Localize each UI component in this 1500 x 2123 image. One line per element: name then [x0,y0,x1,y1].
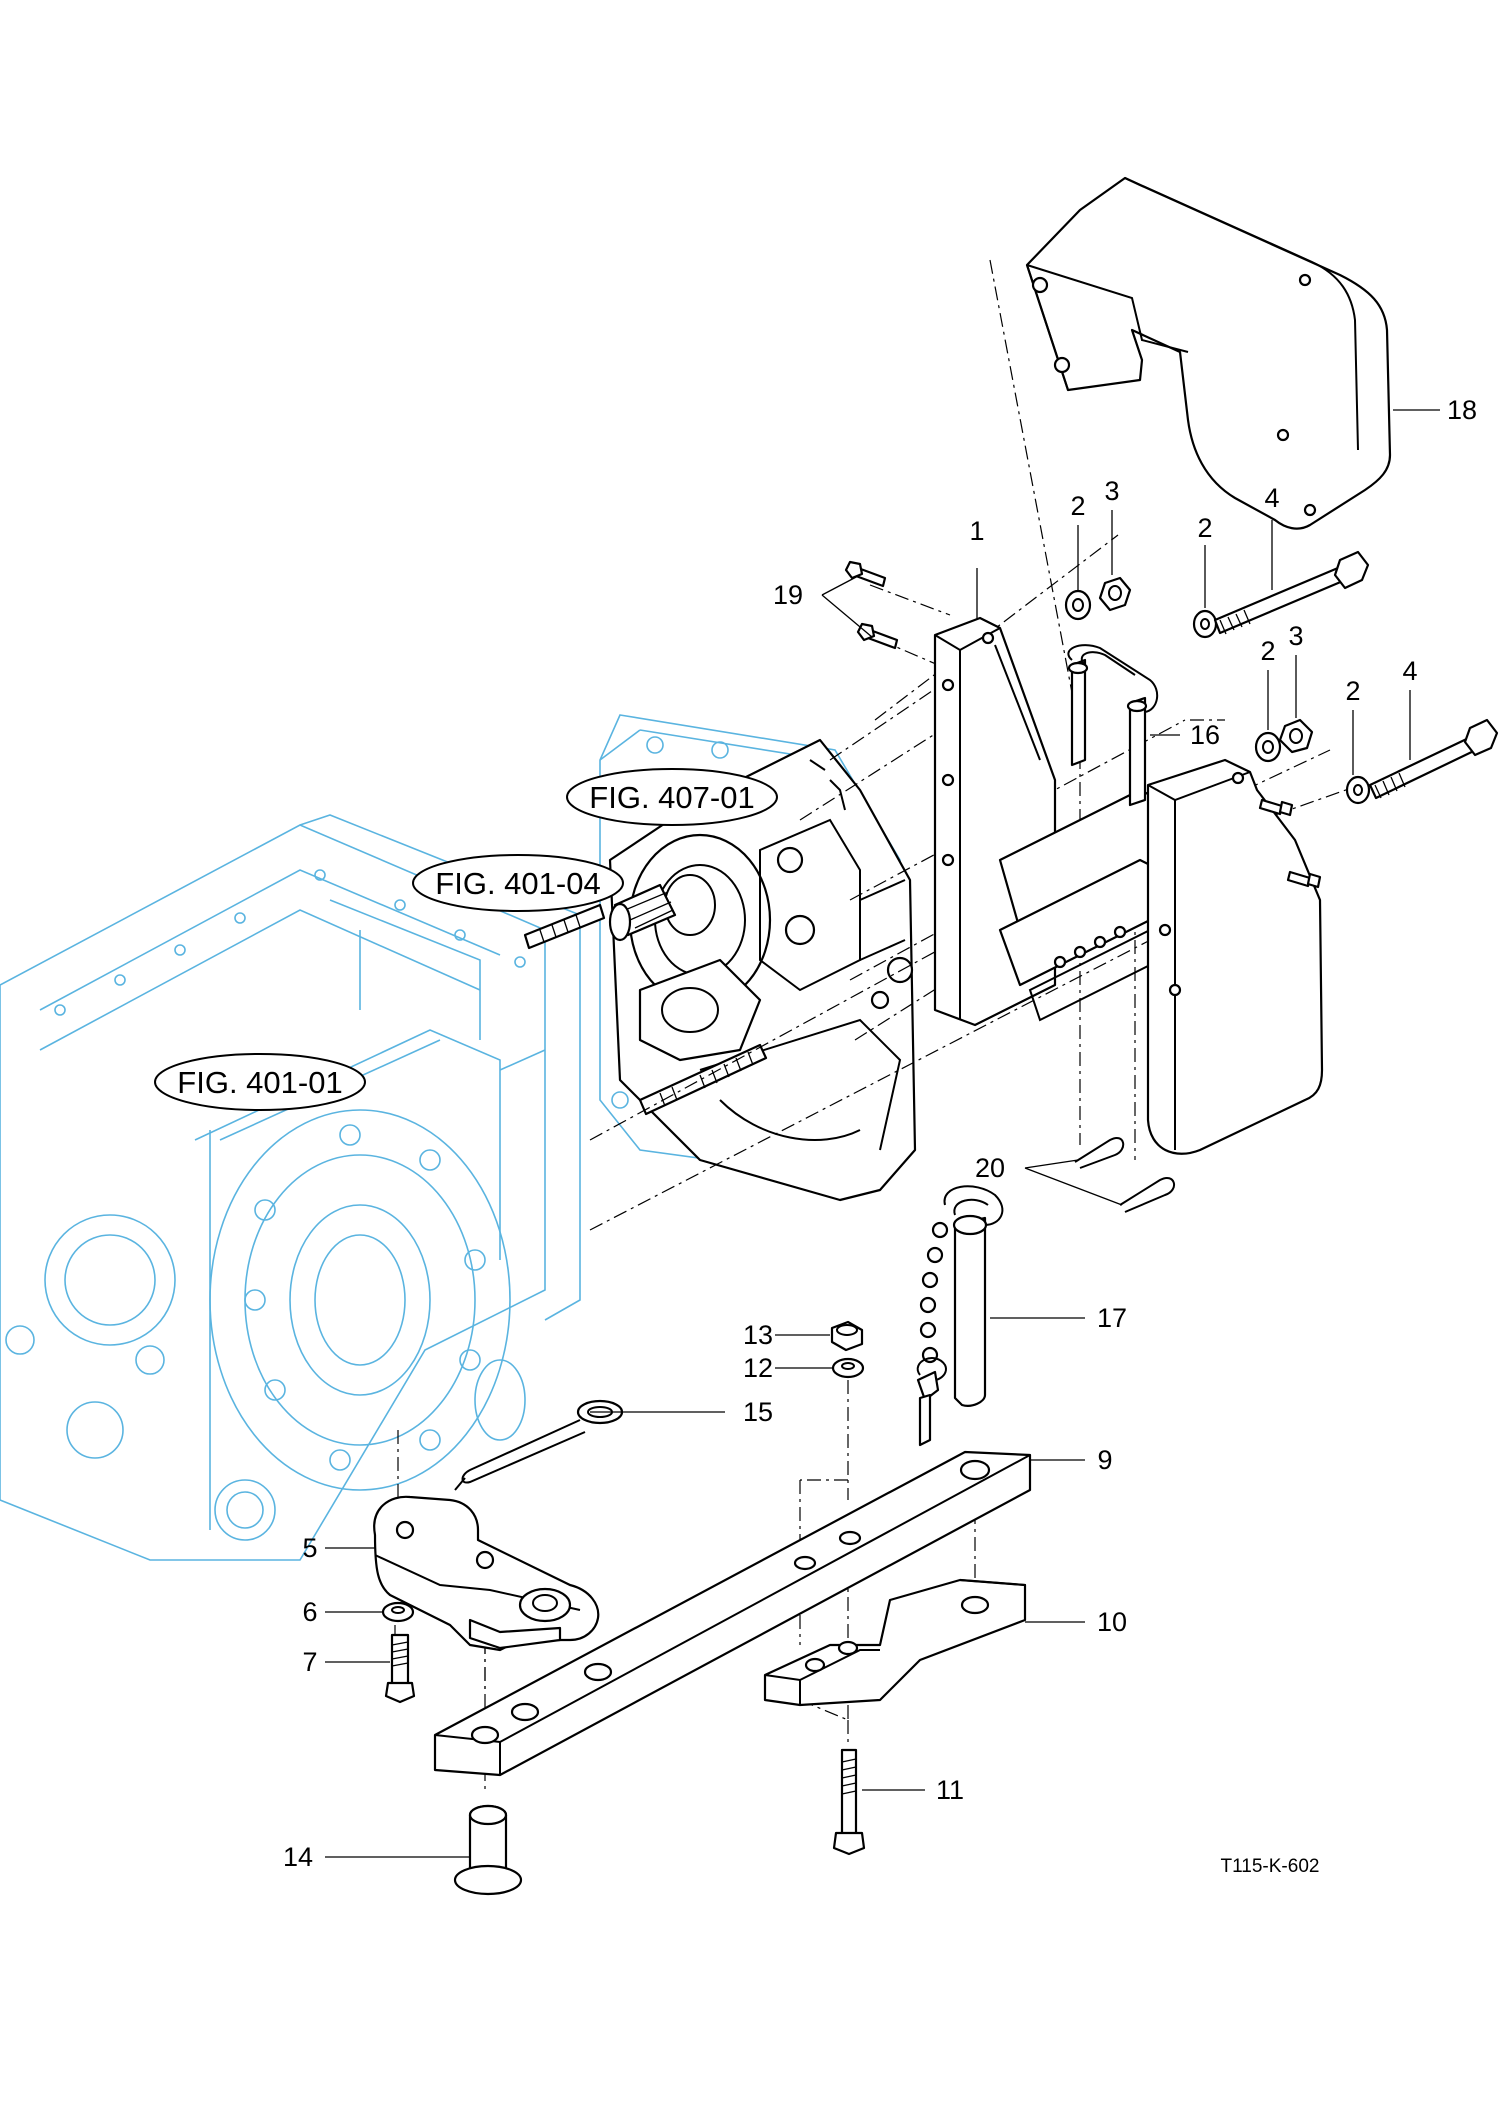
part-12-washer [831,1357,865,1379]
figure-reference-label: FIG. 407-01 [589,780,754,815]
part-7-bolt [384,1633,416,1704]
callout-2: 2 [1260,636,1275,666]
callout-17: 17 [1097,1303,1127,1333]
transmission-housing-reference [0,814,581,1561]
callout-13: 13 [743,1320,773,1350]
figure-reference-401-04[interactable]: FIG. 401-04 [412,854,624,912]
callout-10: 10 [1097,1607,1127,1637]
part-16-lynch-pins [1067,644,1159,807]
callout-7: 7 [302,1647,317,1677]
part-14-pin [453,1804,523,1896]
callout-11: 11 [936,1775,964,1805]
part-17-pin-chain [916,1185,1004,1447]
figure-reference-401-01[interactable]: FIG. 401-01 [154,1053,366,1111]
part-10-drawbar-bracket [763,1578,1027,1707]
hardware-upper [1064,550,1370,639]
part-1-bracket-left [933,616,1162,1027]
callout-3: 3 [1104,476,1119,506]
part-20-clips [1074,1137,1175,1213]
callout-6: 6 [302,1597,317,1627]
callout-4: 4 [1264,483,1279,513]
part-13-nut [830,1320,864,1352]
callout-18: 18 [1447,395,1477,425]
part-1-bracket-right [1146,758,1324,1155]
callout-1: 1 [969,516,984,546]
pto-gearbox [523,738,917,1202]
callout-2: 2 [1345,676,1360,706]
figure-reference-label: FIG. 401-04 [435,866,600,901]
callout-labels: 1 2 3 2 4 2 3 2 4 5 6 7 9 10 11 12 13 14… [283,395,1477,1872]
leader-lines [325,409,1440,1858]
callout-20: 20 [975,1153,1005,1183]
callout-2: 2 [1197,513,1212,543]
drawing-code: T115-K-602 [1221,1856,1320,1877]
part-9-drawbar [433,1450,1032,1777]
part-19-bolts [844,560,1322,889]
callout-2: 2 [1070,491,1085,521]
callout-19: 19 [773,580,803,610]
callout-5: 5 [302,1533,317,1563]
callout-14: 14 [283,1842,313,1872]
part-5-hitch-plate [373,1495,600,1652]
part-6-washer [381,1601,415,1623]
figure-reference-407[interactable]: FIG. 407-01 [566,768,778,826]
part-11-bolt [832,1748,866,1856]
callout-15: 15 [743,1397,773,1427]
callout-4: 4 [1402,656,1417,686]
figure-reference-label: FIG. 401-01 [177,1065,342,1100]
callout-9: 9 [1097,1445,1112,1475]
part-18-cover [1025,176,1392,530]
hardware-middle [1254,718,1499,805]
callout-3: 3 [1288,621,1303,651]
callout-16: 16 [1190,720,1220,750]
callout-12: 12 [743,1353,773,1383]
